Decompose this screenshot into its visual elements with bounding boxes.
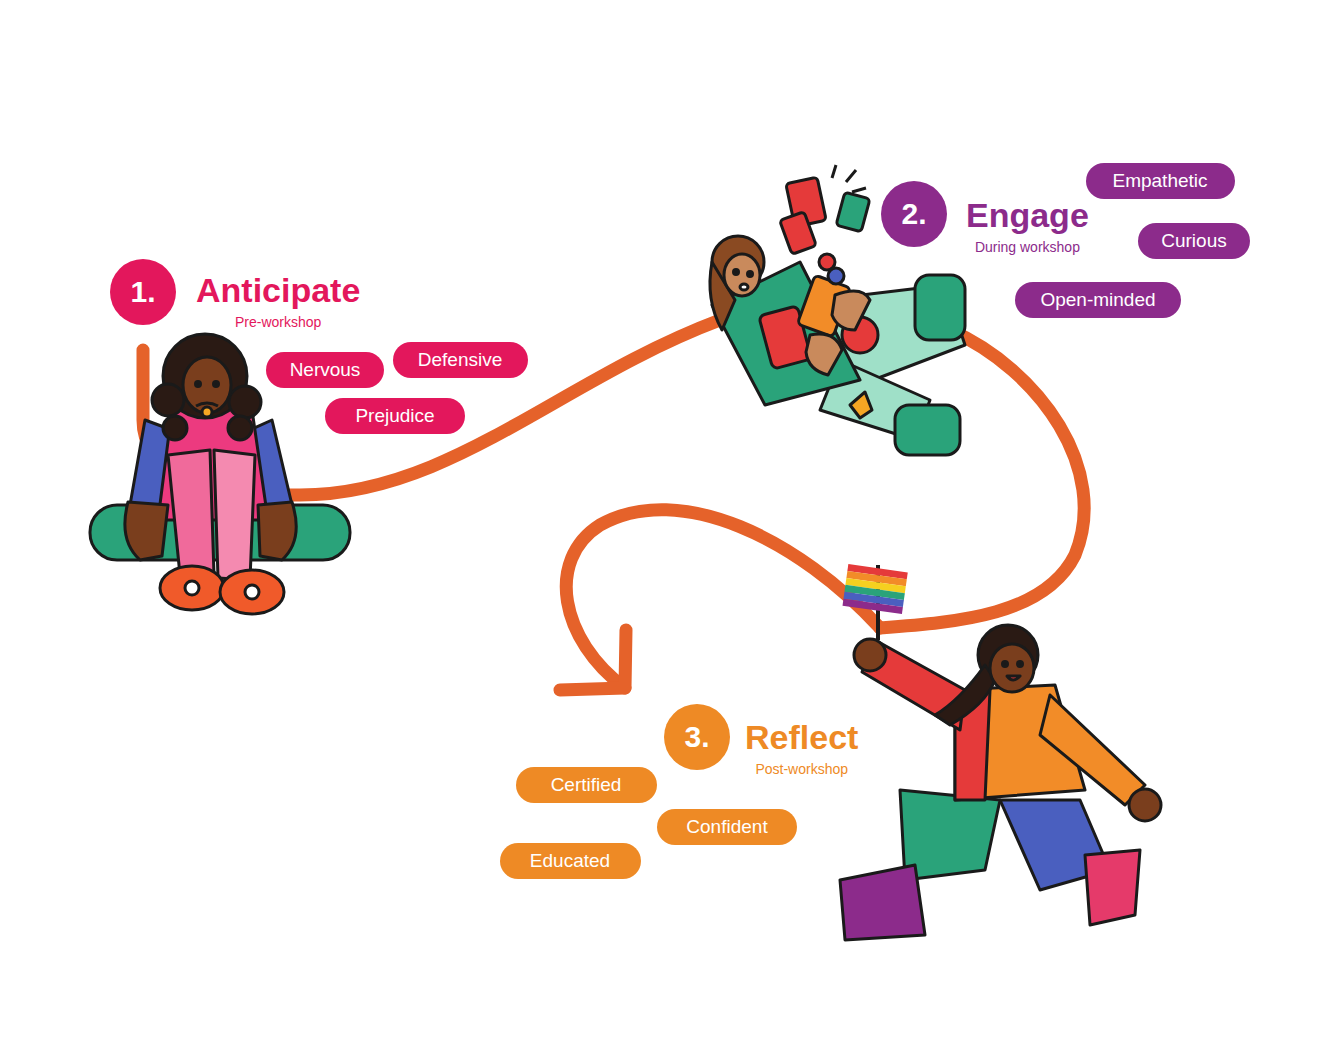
feeling-pill: Educated (500, 843, 641, 879)
step-heading: Engage (966, 195, 1089, 235)
feeling-label: Curious (1161, 230, 1226, 252)
feeling-label: Nervous (290, 359, 361, 381)
journey-path (143, 320, 1084, 690)
running-person (840, 564, 1161, 940)
step-number: 3. (684, 720, 709, 754)
feeling-pill: Certified (516, 767, 657, 803)
feeling-pill: Empathetic (1086, 163, 1235, 199)
step-subtitle: Pre-workshop (235, 314, 321, 330)
engaged-person (710, 165, 965, 455)
feeling-label: Empathetic (1112, 170, 1207, 192)
feeling-label: Open-minded (1040, 289, 1155, 311)
feeling-pill: Defensive (393, 342, 528, 378)
feeling-pill: Open-minded (1015, 282, 1181, 318)
path-segment (880, 330, 1084, 628)
feeling-label: Certified (551, 774, 622, 796)
feeling-pill: Curious (1138, 223, 1250, 259)
step-circle: 1.AnticipatePre-workshop (110, 259, 176, 325)
step-heading: Anticipate (196, 270, 360, 310)
step-subtitle: During workshop (975, 239, 1080, 255)
step-circle: 2.EngageDuring workshop (881, 181, 947, 247)
feeling-pill: Confident (657, 809, 797, 845)
arrow-head (560, 630, 626, 690)
step-circle: 3.ReflectPost-workshop (664, 704, 730, 770)
step-number: 1. (130, 275, 155, 309)
path-segment (566, 510, 880, 688)
feeling-pill: Nervous (266, 352, 384, 388)
feeling-pill: Prejudice (325, 398, 465, 434)
step-number: 2. (901, 197, 926, 231)
step-heading-group: EngageDuring workshop (966, 195, 1089, 255)
step-heading: Reflect (745, 717, 858, 757)
feeling-label: Defensive (418, 349, 503, 371)
feeling-label: Prejudice (355, 405, 434, 427)
step-subtitle: Post-workshop (755, 761, 848, 777)
step-heading-group: ReflectPost-workshop (745, 717, 858, 777)
step-heading-group: AnticipatePre-workshop (196, 270, 360, 330)
feeling-label: Educated (530, 850, 610, 872)
feeling-label: Confident (686, 816, 767, 838)
